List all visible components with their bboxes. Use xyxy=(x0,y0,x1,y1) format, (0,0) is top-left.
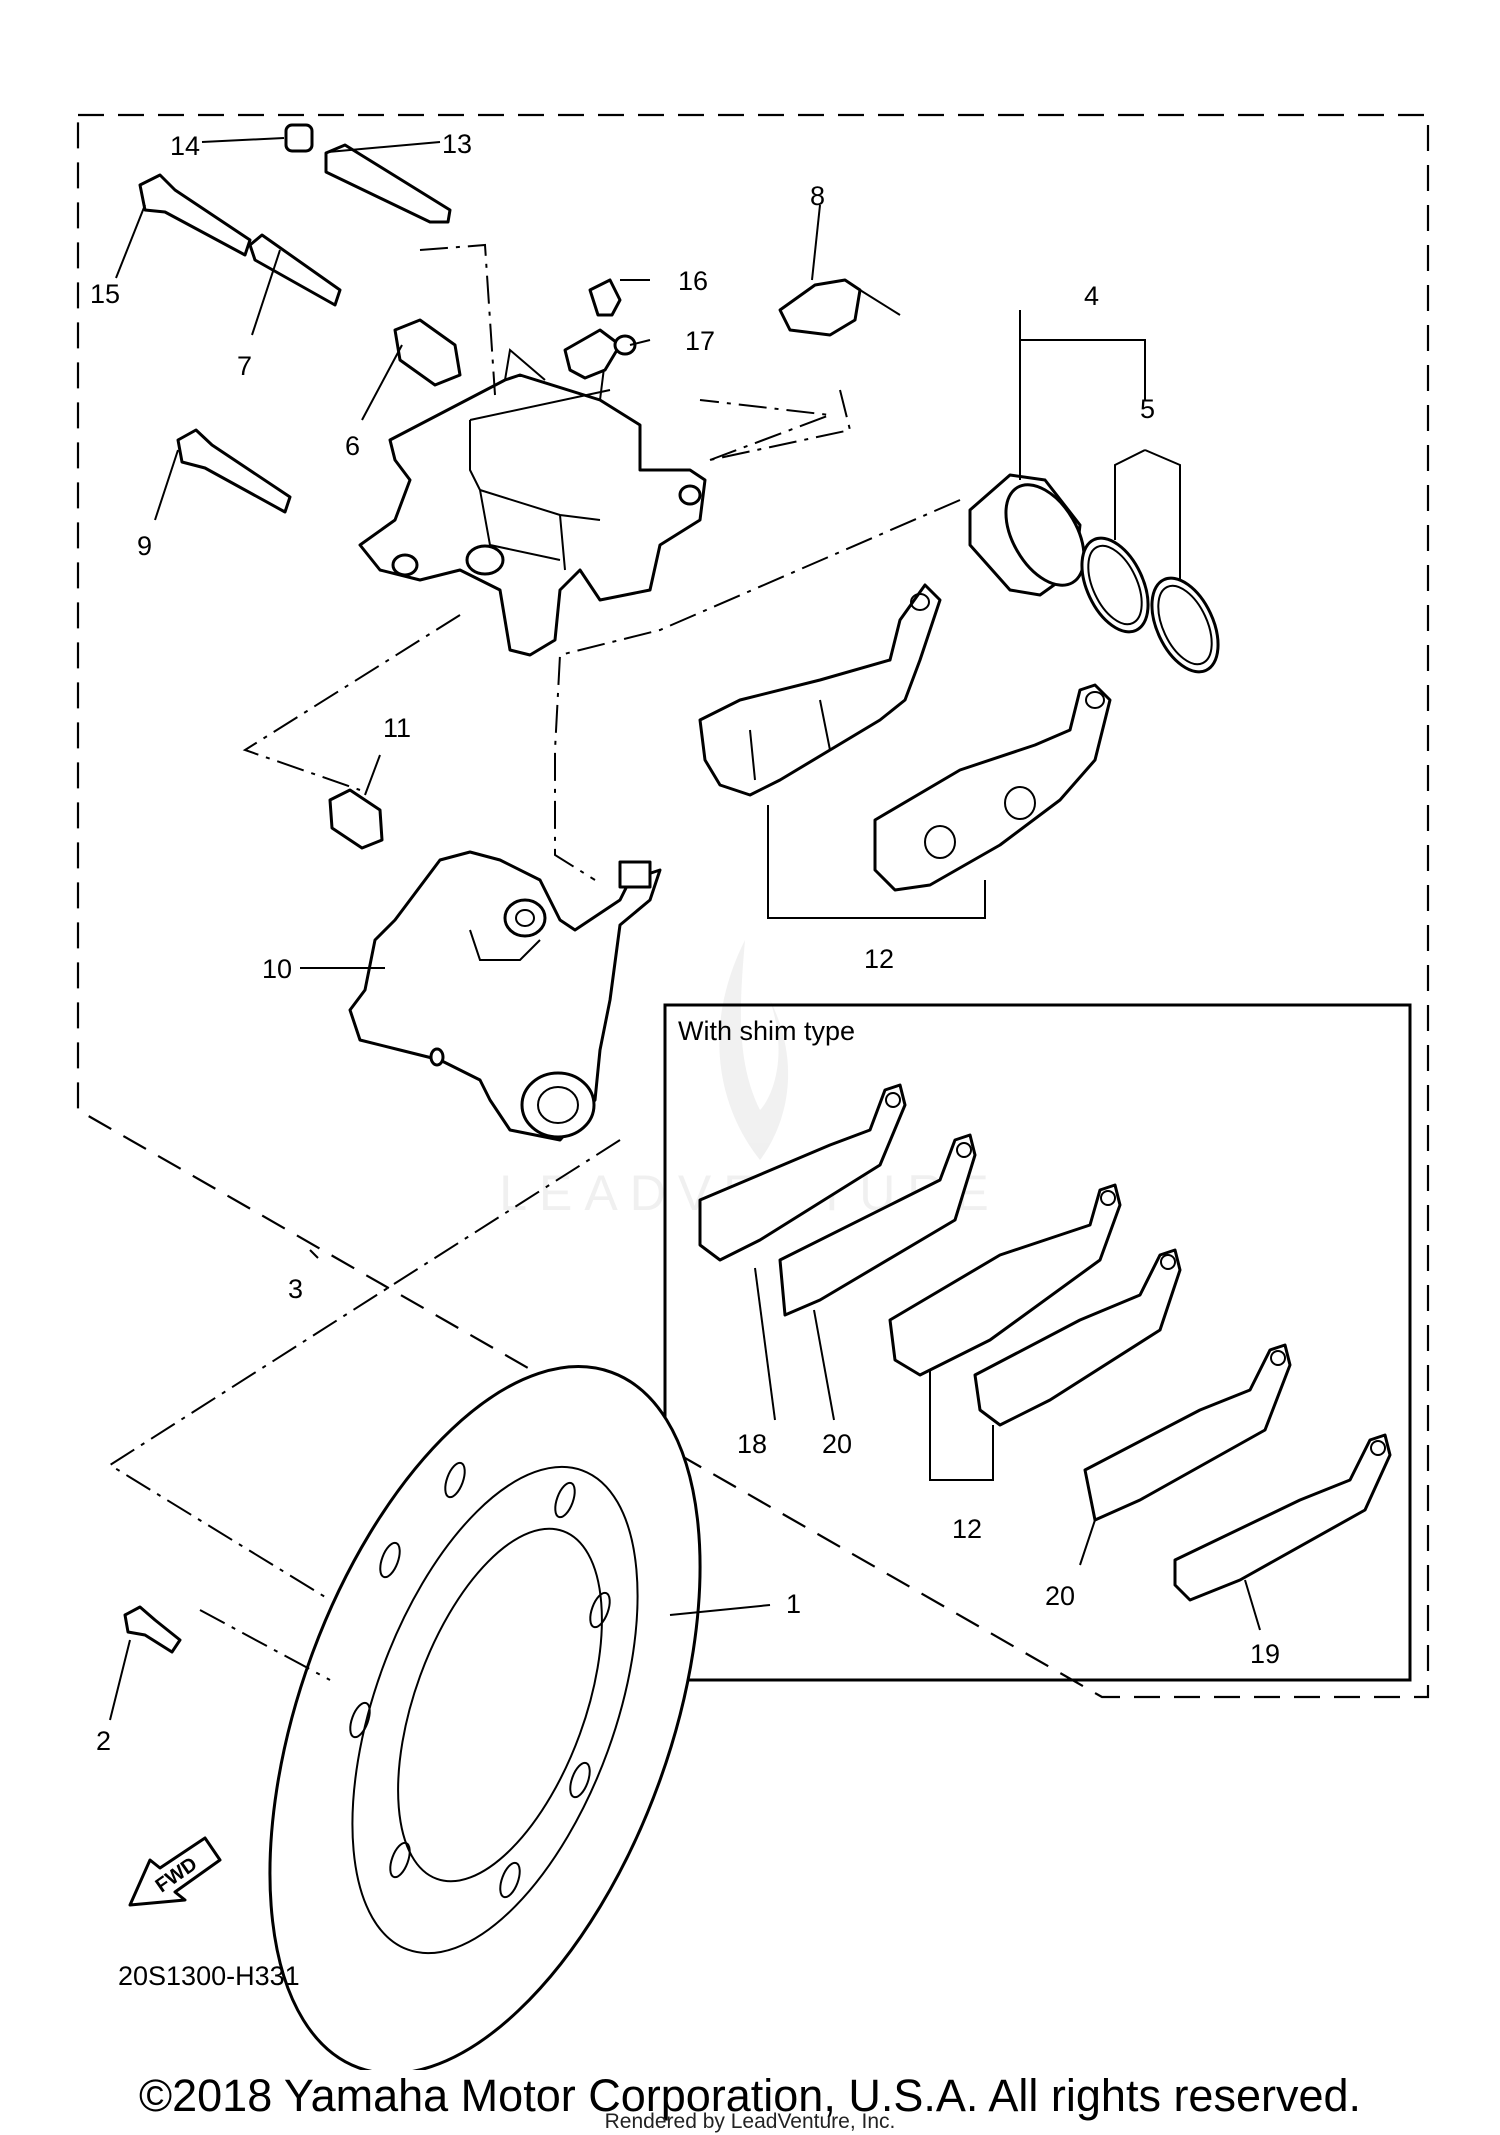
caliper-body-drawing xyxy=(358,348,707,657)
callout-20-right: 20 xyxy=(1045,1581,1075,1611)
inset-title: With shim type xyxy=(678,1016,855,1046)
callout-9: 9 xyxy=(137,531,152,561)
callout-labels: 1 2 3 4 5 6 7 8 9 10 11 12 12 13 14 15 1… xyxy=(90,129,1280,1756)
assembly-chain-lines xyxy=(108,243,961,1681)
callout-1: 1 xyxy=(786,1589,801,1619)
callout-4: 4 xyxy=(1084,281,1099,311)
callout-20-left: 20 xyxy=(822,1429,852,1459)
callout-12-top: 12 xyxy=(864,944,894,974)
brake-pad-set-drawing xyxy=(698,583,1112,892)
piston-and-seals-drawing xyxy=(968,473,1220,674)
callout-11: 11 xyxy=(383,713,411,743)
shim-type-pads-drawing xyxy=(698,1083,1392,1602)
copyright-footer: ©2018 Yamaha Motor Corporation, U.S.A. A… xyxy=(138,2070,1362,2121)
callout-2: 2 xyxy=(96,1726,111,1756)
callout-12-inset: 12 xyxy=(952,1514,982,1544)
callout-14: 14 xyxy=(170,131,200,161)
rendered-by-note: Rendered by LeadVenture, Inc. xyxy=(604,2110,896,2133)
callout-18: 18 xyxy=(737,1429,767,1459)
leader-lines xyxy=(109,137,1261,1721)
callout-7: 7 xyxy=(237,351,252,381)
assembly-boundary xyxy=(76,113,1430,1699)
callout-8: 8 xyxy=(810,181,825,211)
fwd-arrow-icon: FWD xyxy=(128,1836,222,1907)
callout-15: 15 xyxy=(90,279,120,309)
callout-5: 5 xyxy=(1140,394,1155,424)
caliper-bracket-drawing xyxy=(348,850,662,1142)
shim-type-inset-box xyxy=(663,1003,1412,1682)
callout-6: 6 xyxy=(345,431,360,461)
callout-13: 13 xyxy=(442,129,472,159)
small-parts-drawing xyxy=(123,123,901,1654)
callout-17: 17 xyxy=(685,326,715,356)
callout-16: 16 xyxy=(678,266,708,296)
disc-rotor-drawing xyxy=(268,1365,702,2070)
parts-diagram: LEADVENTURE With shim type xyxy=(76,113,1430,2070)
callout-19: 19 xyxy=(1250,1639,1280,1669)
callout-10: 10 xyxy=(262,954,292,984)
diagram-code: 20S1300-H331 xyxy=(118,1961,300,1991)
callout-3: 3 xyxy=(288,1274,303,1304)
